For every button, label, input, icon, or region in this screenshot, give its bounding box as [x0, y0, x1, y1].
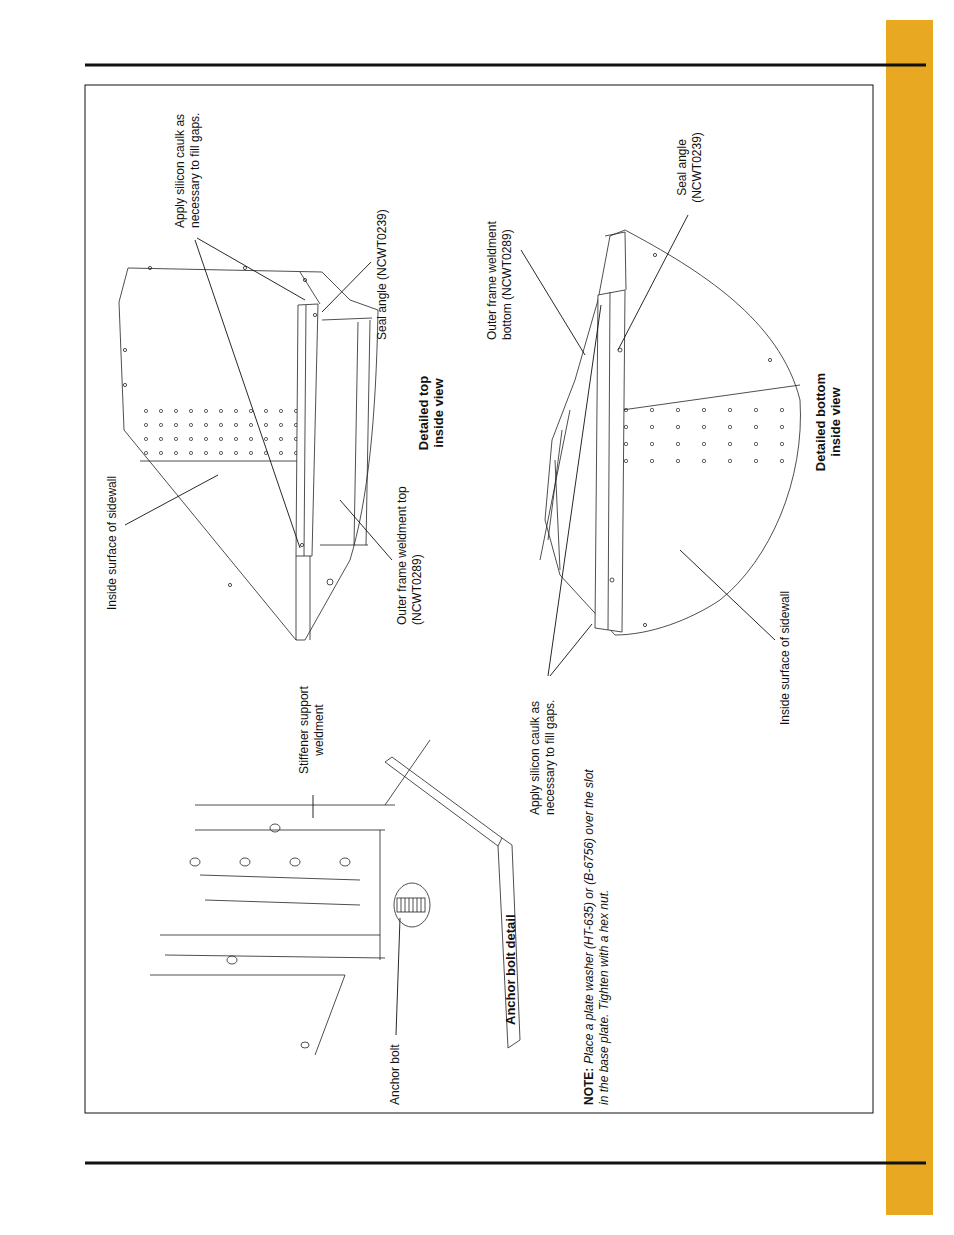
callout-label: Apply silicon caulk as necessary to fill… [173, 88, 203, 228]
note-paragraph: NOTE:Place a plate washer (HT-635) or (B… [582, 760, 612, 1105]
callout-label: Anchor bolt [388, 1044, 403, 1105]
leader-lines [125, 215, 775, 1035]
bottom-rule [85, 1162, 926, 1165]
note-heading: NOTE: [582, 1068, 596, 1105]
callout-label: Seal angle (NCWT0239) [675, 125, 705, 210]
callout-label: Detailed top inside view [416, 363, 446, 463]
callout-label: Detailed bottom inside view [813, 361, 843, 483]
callout-label: Inside surface of sidewall [778, 591, 793, 725]
bottom-view-drawing [540, 230, 800, 635]
callout-label: Stiffener support weldment [297, 670, 327, 790]
figure-frame [85, 85, 873, 1113]
top-view-drawing [119, 266, 378, 640]
top-rule [85, 64, 926, 67]
callout-label: Outer frame weldment bottom (NCWT0289) [485, 192, 515, 340]
callout-label: Apply silicon caulk as necessary to fill… [528, 675, 558, 815]
callout-label: Outer frame weldment top (NCWT0289) [395, 477, 425, 625]
anchor-bolt-drawing [150, 740, 520, 1055]
callout-label: Seal angle (NCWT0239) [375, 209, 390, 340]
callout-label: Inside surface of sidewall [105, 476, 120, 610]
rotated-text-layer: Inside surface of sidewallApply silicon … [85, 85, 873, 1113]
callout-label: Anchor bolt detail [503, 915, 518, 1026]
note-text: Place a plate washer (HT-635) or (B-6756… [582, 769, 611, 1105]
side-tab [886, 20, 933, 1215]
